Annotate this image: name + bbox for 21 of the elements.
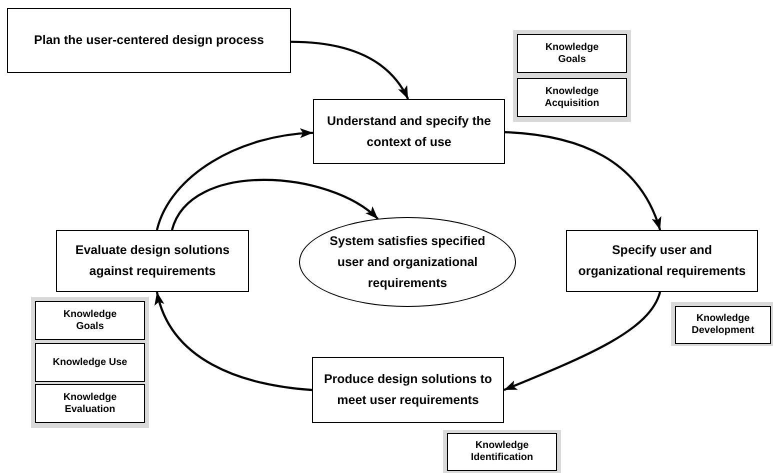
knowledge-box: Knowledge Evaluation [35,384,145,423]
process-box: Plan the user-centered design process [7,8,291,73]
outcome-ellipse: System satisfies specified user and organizational requirements [299,217,516,307]
knowledge-box: Knowledge Goals [35,301,145,340]
process-box: Produce design solutions to meet user requirements [312,357,504,423]
arrow [504,292,662,392]
process-box: Specify user and organizational requirements [566,230,758,292]
arrow [290,40,410,100]
arrow [504,131,662,230]
arrow [156,128,314,230]
knowledge-box: Knowledge Goals [517,34,627,73]
process-box: Evaluate design solutions against requirements [56,230,249,292]
knowledge-box: Knowledge Use [35,343,145,382]
knowledge-panel [513,30,631,122]
knowledge-box: Knowledge Development [675,306,771,344]
arrow [170,178,379,230]
process-box: Understand and specify the context of use [313,99,505,164]
arrow [156,292,312,392]
knowledge-box: Knowledge Identification [447,433,557,471]
knowledge-panel [31,297,149,428]
knowledge-box: Knowledge Acquisition [517,78,627,117]
